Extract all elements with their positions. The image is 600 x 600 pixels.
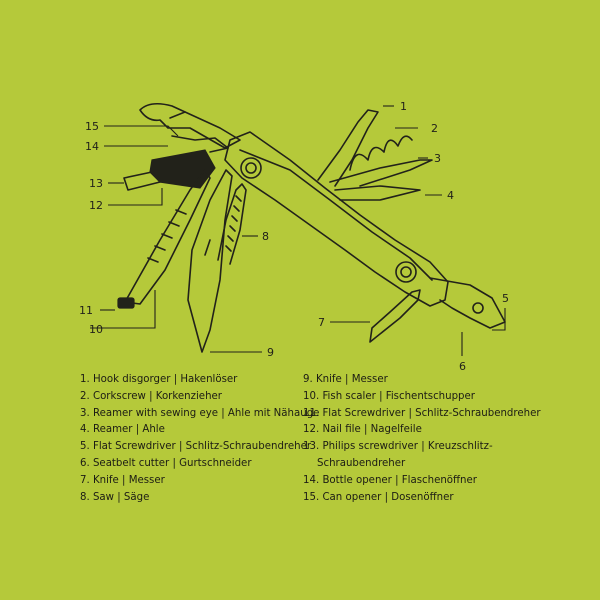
callout-7: 7 [318,316,325,329]
legend-item-4: 4. Reamer | Ahle [80,424,165,436]
opener-tools [139,102,241,153]
callout-14: 14 [85,140,99,153]
callout-6: 6 [459,360,466,370]
callout-1: 1 [400,100,407,113]
callout-3: 3 [434,152,441,165]
callout-10: 10 [89,323,103,336]
legend-item-13-continued: Schraubendreher [317,457,406,469]
corkscrew-tools [317,109,433,201]
legend-item-7: 7. Knife | Messer [80,474,165,486]
callout-5: 5 [502,292,509,305]
legend-left-column: 1. Hook disgorger | Hakenlöser 2. Corksc… [80,372,320,506]
multitool-body [224,131,449,307]
legend-item-2: 2. Corkscrew | Korkenzieher [80,390,222,402]
legend-item-14: 14. Bottle opener | Flaschenöffner [303,474,477,486]
seatbelt-cutter [429,277,506,329]
small-knife [369,289,421,343]
legend-right-column: 9. Knife | Messer 10. Fish scaler | Fisc… [303,372,548,506]
callout-8: 8 [262,230,269,243]
legend-item-3: 3. Reamer with sewing eye | Ahle mit Näh… [80,407,320,419]
legend-item-1: 1. Hook disgorger | Hakenlöser [80,374,238,385]
callout-4: 4 [447,189,454,202]
callout-2: 2 [431,122,438,135]
legend-item-13: 13. Philips screwdriver | Kreuzschlitz- [303,441,493,453]
legend-item-12: 12. Nail file | Nagelfeile [303,424,422,436]
legend-item-9: 9. Knife | Messer [303,374,388,385]
legend-item-10: 10. Fish scaler | Fischentschupper [303,390,475,402]
leader-lines [90,105,506,356]
multitool-diagram: 1 2 3 4 5 6 7 8 9 10 11 12 13 14 15 [79,100,509,370]
saw [217,183,247,265]
callout-numbers: 1 2 3 4 5 6 7 8 9 10 11 12 13 14 15 [79,100,509,370]
callout-11: 11 [79,304,93,317]
callout-12: 12 [89,199,103,212]
large-knife [187,169,233,353]
legend-item-11: 11. Flat Screwdriver | Schlitz-Schrauben… [303,407,541,419]
callout-9: 9 [267,346,274,359]
screwdriver-tools [123,149,216,191]
legend-item-6: 6. Seatbelt cutter | Gurtschneider [80,457,252,469]
screwdriver-scaler [117,169,211,309]
legend-item-5: 5. Flat Screwdriver | Schlitz-Schraubend… [80,441,312,453]
legend-item-15: 15. Can opener | Dosenöffner [303,491,454,503]
callout-13: 13 [89,177,103,190]
callout-15: 15 [85,120,99,133]
legend-item-8: 8. Saw | Säge [80,491,150,503]
